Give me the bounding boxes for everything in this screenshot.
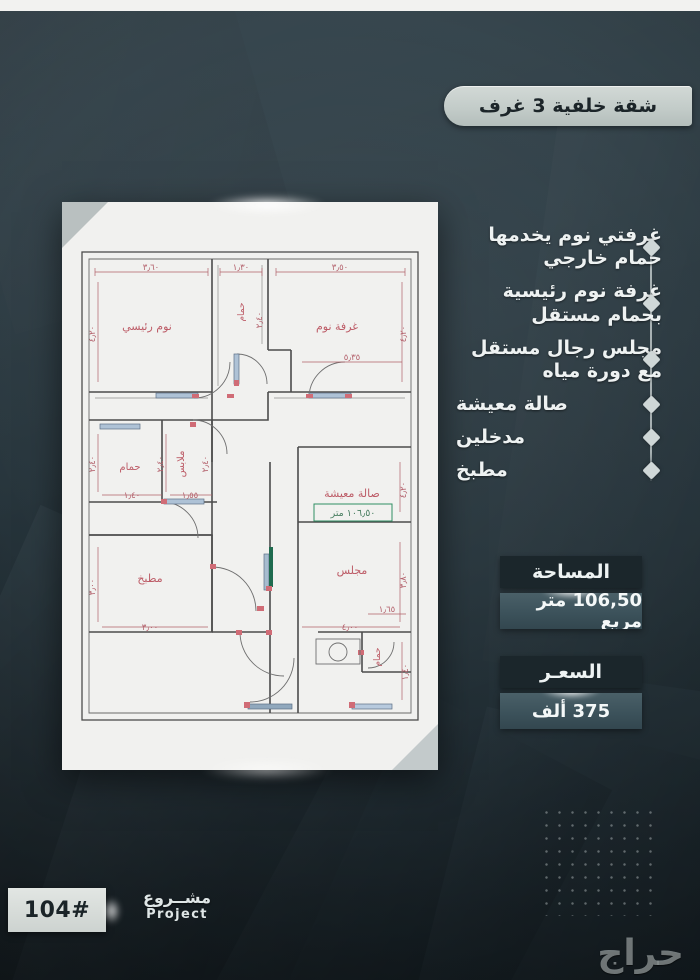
- area-value-box: 106,50 متر مربع: [500, 593, 642, 629]
- feature-text: صالة معيشة: [456, 393, 568, 416]
- dim-text: ٤٫٠٠: [342, 623, 358, 633]
- area-header: المساحة: [500, 556, 642, 588]
- feature-item: مطبخ: [456, 459, 686, 482]
- room-label-wc: حمام: [237, 302, 247, 321]
- project-label-en: Project: [146, 906, 208, 922]
- dim-text: ٣٫٥٠: [332, 263, 348, 273]
- price-info-box: السعـر 375 ألف: [500, 656, 642, 729]
- card-glow-top: [182, 192, 352, 218]
- area-label: المساحة: [531, 561, 611, 583]
- project-number-badge: 104#: [8, 888, 106, 932]
- floor-plan-drawing: ٣٫٦٠ ١٫٣٠ ٣٫٥٠ ٥٫٣٥ ١٫٤٠ ١٫٥٥ ٣٫٠٠ ٤٫٠٠ …: [81, 251, 419, 721]
- room-label-bedroom: غرفة نوم: [316, 320, 358, 333]
- floor-plan-card: ٣٫٦٠ ١٫٣٠ ٣٫٥٠ ٥٫٣٥ ١٫٤٠ ١٫٥٥ ٣٫٠٠ ٤٫٠٠ …: [62, 192, 438, 782]
- room-label-living: صالة معيشة: [324, 487, 380, 500]
- dim-text: ٤٫٢٠: [88, 326, 98, 342]
- top-white-strip: [0, 0, 700, 11]
- diamond-bullet-icon: [642, 395, 661, 414]
- feature-item: غرفة نوم رئيسية بحمام مستقل: [456, 280, 686, 326]
- dim-text: ١٫٥٥: [182, 491, 198, 501]
- feature-text: غرفتي نوم يخدمها حمام خارجي: [488, 224, 662, 270]
- price-value-box: 375 ألف: [500, 693, 642, 729]
- dim-text: ١٫٣٠: [233, 263, 249, 273]
- dim-text: ١٫٤٠: [124, 491, 140, 501]
- project-badge-glow: [104, 892, 130, 930]
- price-value: 375 ألف: [531, 700, 611, 722]
- diamond-bullet-icon: [642, 428, 661, 447]
- dim-text: ٤٫٢٠: [399, 482, 409, 498]
- project-caption: مشــروع Project: [122, 888, 232, 924]
- dim-text: ١٫٦٥: [379, 605, 395, 615]
- room-label-wc2: حمام: [373, 647, 383, 666]
- area-info-box: المساحة 106,50 متر مربع: [500, 556, 642, 629]
- dim-text: ٥٫٣٥: [344, 353, 360, 363]
- diamond-bullet-icon: [642, 461, 661, 481]
- feature-text: غرفة نوم رئيسية بحمام مستقل: [502, 280, 662, 326]
- room-label-majlis: مجلس: [337, 564, 368, 577]
- price-header: السعـر: [500, 656, 642, 688]
- room-label-bathroom: حمام: [119, 462, 140, 473]
- feature-text: مدخلين: [456, 426, 526, 449]
- card-fold-top-left: [62, 202, 108, 248]
- feature-item: غرفتي نوم يخدمها حمام خارجي: [456, 224, 686, 270]
- project-label-ar: مشــروع: [143, 888, 211, 907]
- plan-area-tag: ١٠٦٫٥٠ متر: [313, 503, 393, 522]
- dim-text: ٢٫٤٠: [156, 456, 166, 472]
- card-glow-bottom: [172, 756, 362, 782]
- dim-text: ٢٫٤٠: [201, 456, 211, 472]
- feature-text: مجلس رجال مستقل مع دورة مياه: [470, 336, 662, 382]
- feature-item: مجلس رجال مستقل مع دورة مياه: [456, 337, 686, 383]
- dim-text: ١٫٤٠: [401, 664, 411, 680]
- dim-text: ٣٫٠٠: [142, 623, 158, 633]
- room-label-kitchen: مطبخ: [137, 572, 162, 585]
- price-label: السعـر: [539, 661, 603, 683]
- dim-text: ٣٫٦٠: [143, 263, 159, 273]
- dot-grid-decoration: [540, 806, 660, 916]
- feature-item: مدخلين: [456, 426, 686, 449]
- feature-item: صالة معيشة: [456, 393, 686, 416]
- brand-watermark: حراج: [597, 933, 684, 974]
- feature-text: مطبخ: [456, 459, 508, 482]
- header-title-pill: شقة خلفية 3 غرف: [444, 86, 692, 126]
- features-list: غرفتي نوم يخدمها حمام خارجي غرفة نوم رئي…: [456, 224, 686, 493]
- card-fold-bottom-right: [392, 724, 438, 770]
- project-number: 104#: [23, 897, 91, 923]
- area-value: 106,50 متر مربع: [536, 593, 642, 629]
- dim-text: ٤٫٢٠: [399, 326, 409, 342]
- dim-text: ٣٫٠٠: [88, 579, 98, 595]
- dim-text: ٢٫٤٠: [255, 312, 265, 328]
- dim-text: ٣٫٨٠: [399, 572, 409, 588]
- room-label-master-bedroom: نوم رئيسي: [122, 320, 172, 333]
- room-label-dressing: ملابس: [176, 451, 187, 478]
- dim-text: ٢٫٤٠: [88, 456, 98, 472]
- svg-text:١٠٦٫٥٠ متر: ١٠٦٫٥٠ متر: [330, 508, 376, 519]
- page-title: شقة خلفية 3 غرف: [478, 95, 658, 117]
